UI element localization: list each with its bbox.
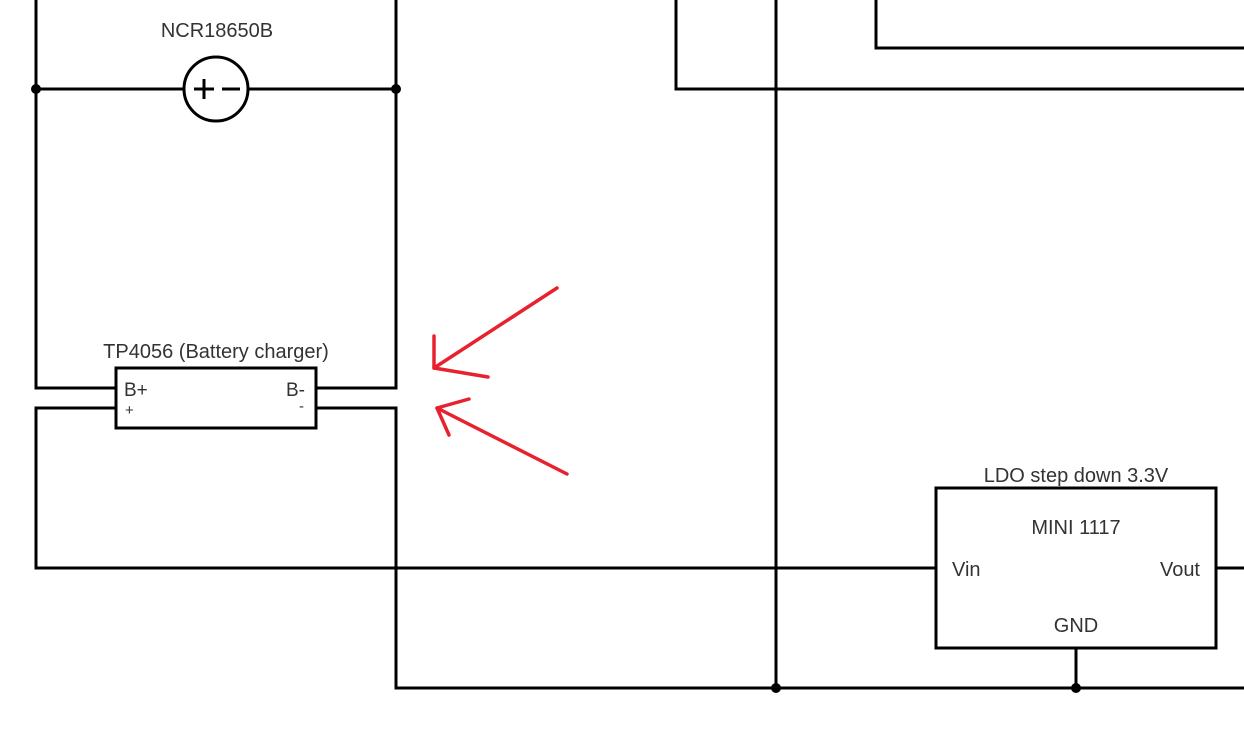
ldo-name: MINI 1117 [1031,517,1120,539]
ldo-pin-vout: Vout [1160,559,1200,581]
wire-charger-out-plus [34,406,938,570]
junctions [31,84,1081,693]
red-arrow-lower-icon [435,397,471,437]
ldo-pin-gnd: GND [1054,615,1098,637]
wires [34,0,1244,690]
wire-charger-out-minus [314,406,1244,690]
ldo-box [934,486,1218,650]
charger-sign-plus: + [125,402,134,419]
wire-top-right-outer [674,0,1244,91]
wire-battery-left [34,0,118,390]
wire-battery-right [314,0,398,390]
junction-dot [771,683,781,693]
junction-dot [31,84,41,94]
charger-pin-bminus: B- [286,380,305,401]
ldo-label: LDO step down 3.3V [984,465,1169,487]
charger-sign-minus: - [299,398,304,415]
charger-box [114,366,318,430]
charger-component[interactable]: TP4056 (Battery charger) B+ + B- - [103,341,329,430]
charger-pin-bplus: B+ [124,380,148,401]
battery-label: NCR18650B [161,20,273,42]
junction-dot [391,84,401,94]
ldo-pin-vin: Vin [952,559,981,581]
red-arrow-upper-icon [432,286,559,370]
charger-label: TP4056 (Battery charger) [103,341,329,363]
red-arrow-upper-icon [432,334,490,379]
red-arrow-lower-icon [435,406,569,476]
junction-dot [1071,683,1081,693]
ldo-component[interactable]: LDO step down 3.3V MINI 1117 Vin Vout GN… [934,465,1218,650]
annotation-arrows [432,286,569,476]
battery-component[interactable]: NCR18650B [161,20,273,123]
battery-symbol-icon [182,55,250,123]
wire-top-right-inner [874,0,1244,50]
